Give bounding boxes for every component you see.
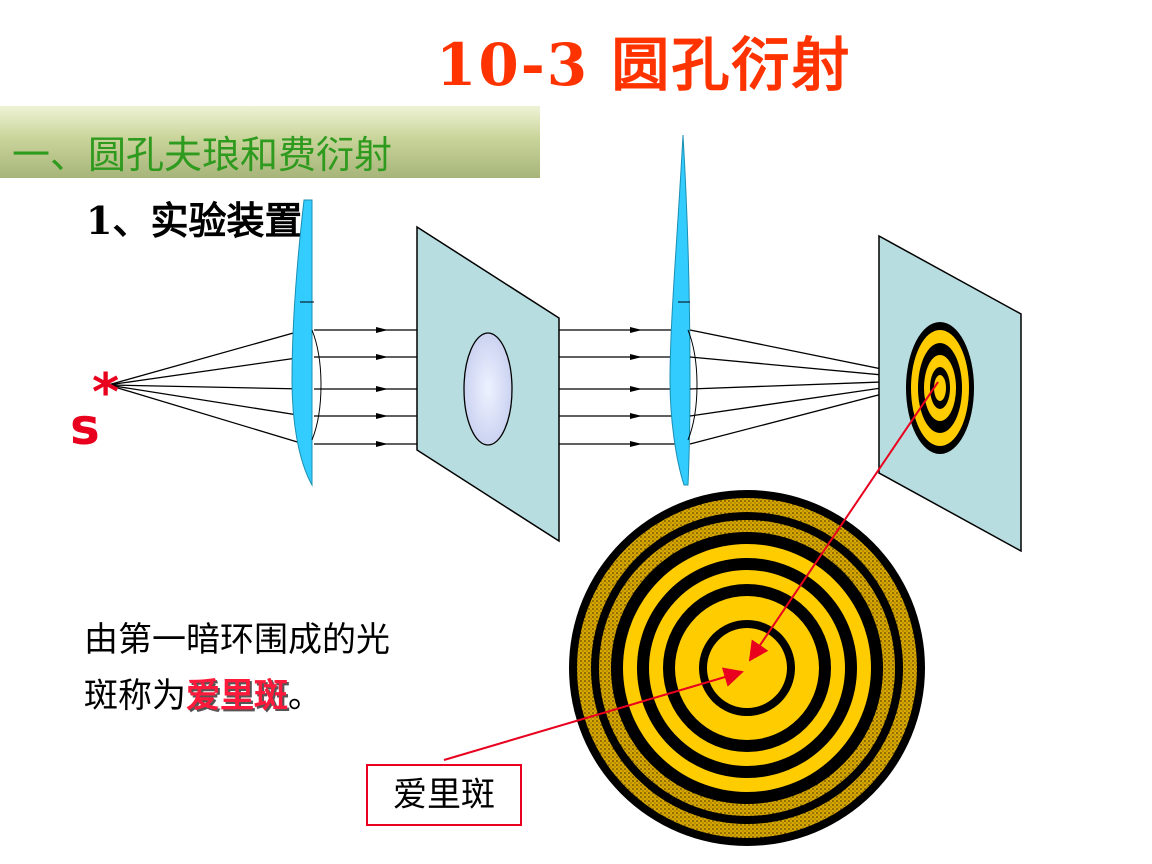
- collimating-lens: [291, 199, 313, 487]
- description: 由第一暗环围成的光 斑称为爱里斑。: [84, 612, 390, 724]
- source-label: s: [70, 398, 100, 456]
- circular-aperture: [463, 332, 513, 446]
- page-title: 10-3 圆孔衍射: [436, 31, 852, 99]
- section-heading: 一、圆孔夫琅和费衍射: [12, 133, 393, 177]
- description-line-2: 斑称为爱里斑。: [84, 668, 390, 724]
- magnify-arrow: [748, 381, 939, 662]
- description-prefix: 斑称为: [84, 676, 186, 716]
- focusing-lens: [669, 134, 691, 486]
- airy-pattern-enlarged: [569, 490, 925, 846]
- section-heading-banner: [0, 106, 540, 178]
- screen-diffraction-pattern: [906, 322, 974, 454]
- callout-arrow: [443, 667, 744, 761]
- diverging-rays: [107, 329, 305, 445]
- airy-disk-callout: 爱里斑: [366, 764, 522, 826]
- source-star: *: [92, 363, 119, 423]
- description-suffix: 。: [288, 676, 322, 716]
- description-line-1: 由第一暗环围成的光: [84, 620, 390, 660]
- subheading: 1、实验装置: [86, 198, 303, 243]
- airy-disk-highlight: 爱里斑: [186, 676, 288, 716]
